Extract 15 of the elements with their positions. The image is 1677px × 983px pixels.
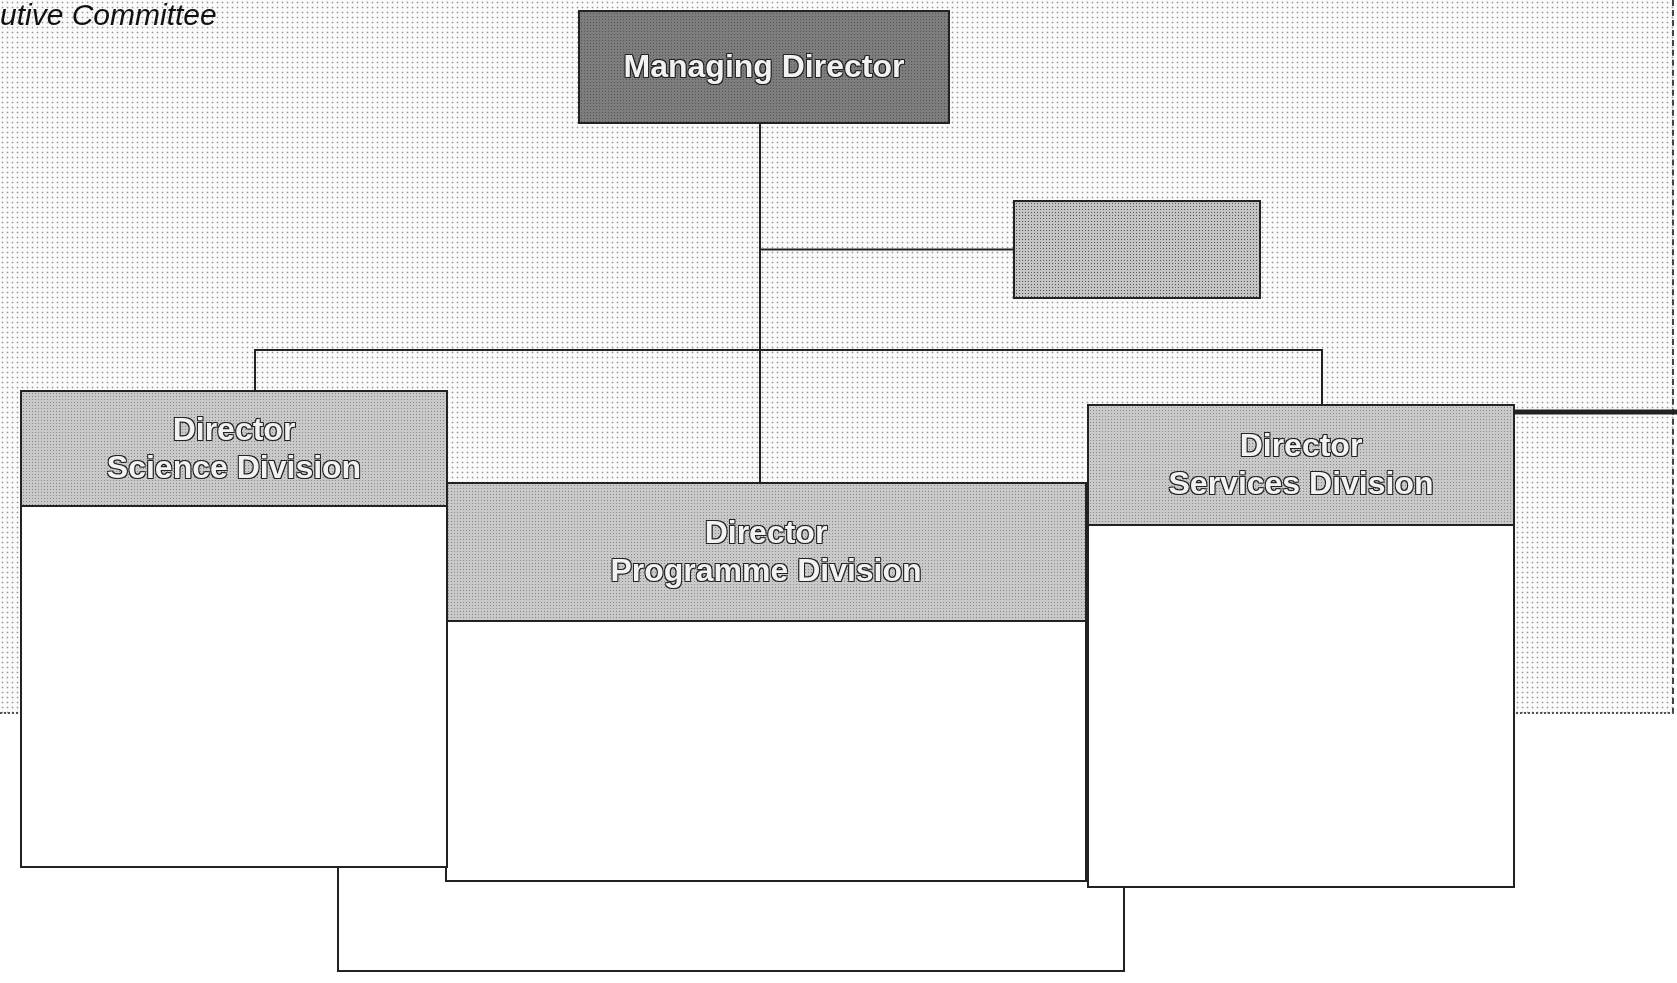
division-box — [20, 390, 448, 868]
division-box — [1087, 404, 1515, 888]
division-title: Director — [1239, 429, 1363, 463]
connector-line — [1515, 409, 1677, 415]
division-title: Director — [704, 516, 828, 550]
division-title: Programme Division — [610, 554, 922, 588]
division-title: Director — [172, 412, 296, 447]
committee-title: utive Committee — [0, 0, 217, 30]
division-box — [445, 482, 1087, 882]
empty-box — [1013, 200, 1261, 299]
director-box — [578, 10, 950, 124]
division-title: Services Division — [1168, 467, 1434, 501]
division-title: Science Division — [106, 450, 362, 485]
connector-line — [759, 123, 1014, 251]
box-title: Managing Director — [622, 50, 906, 84]
